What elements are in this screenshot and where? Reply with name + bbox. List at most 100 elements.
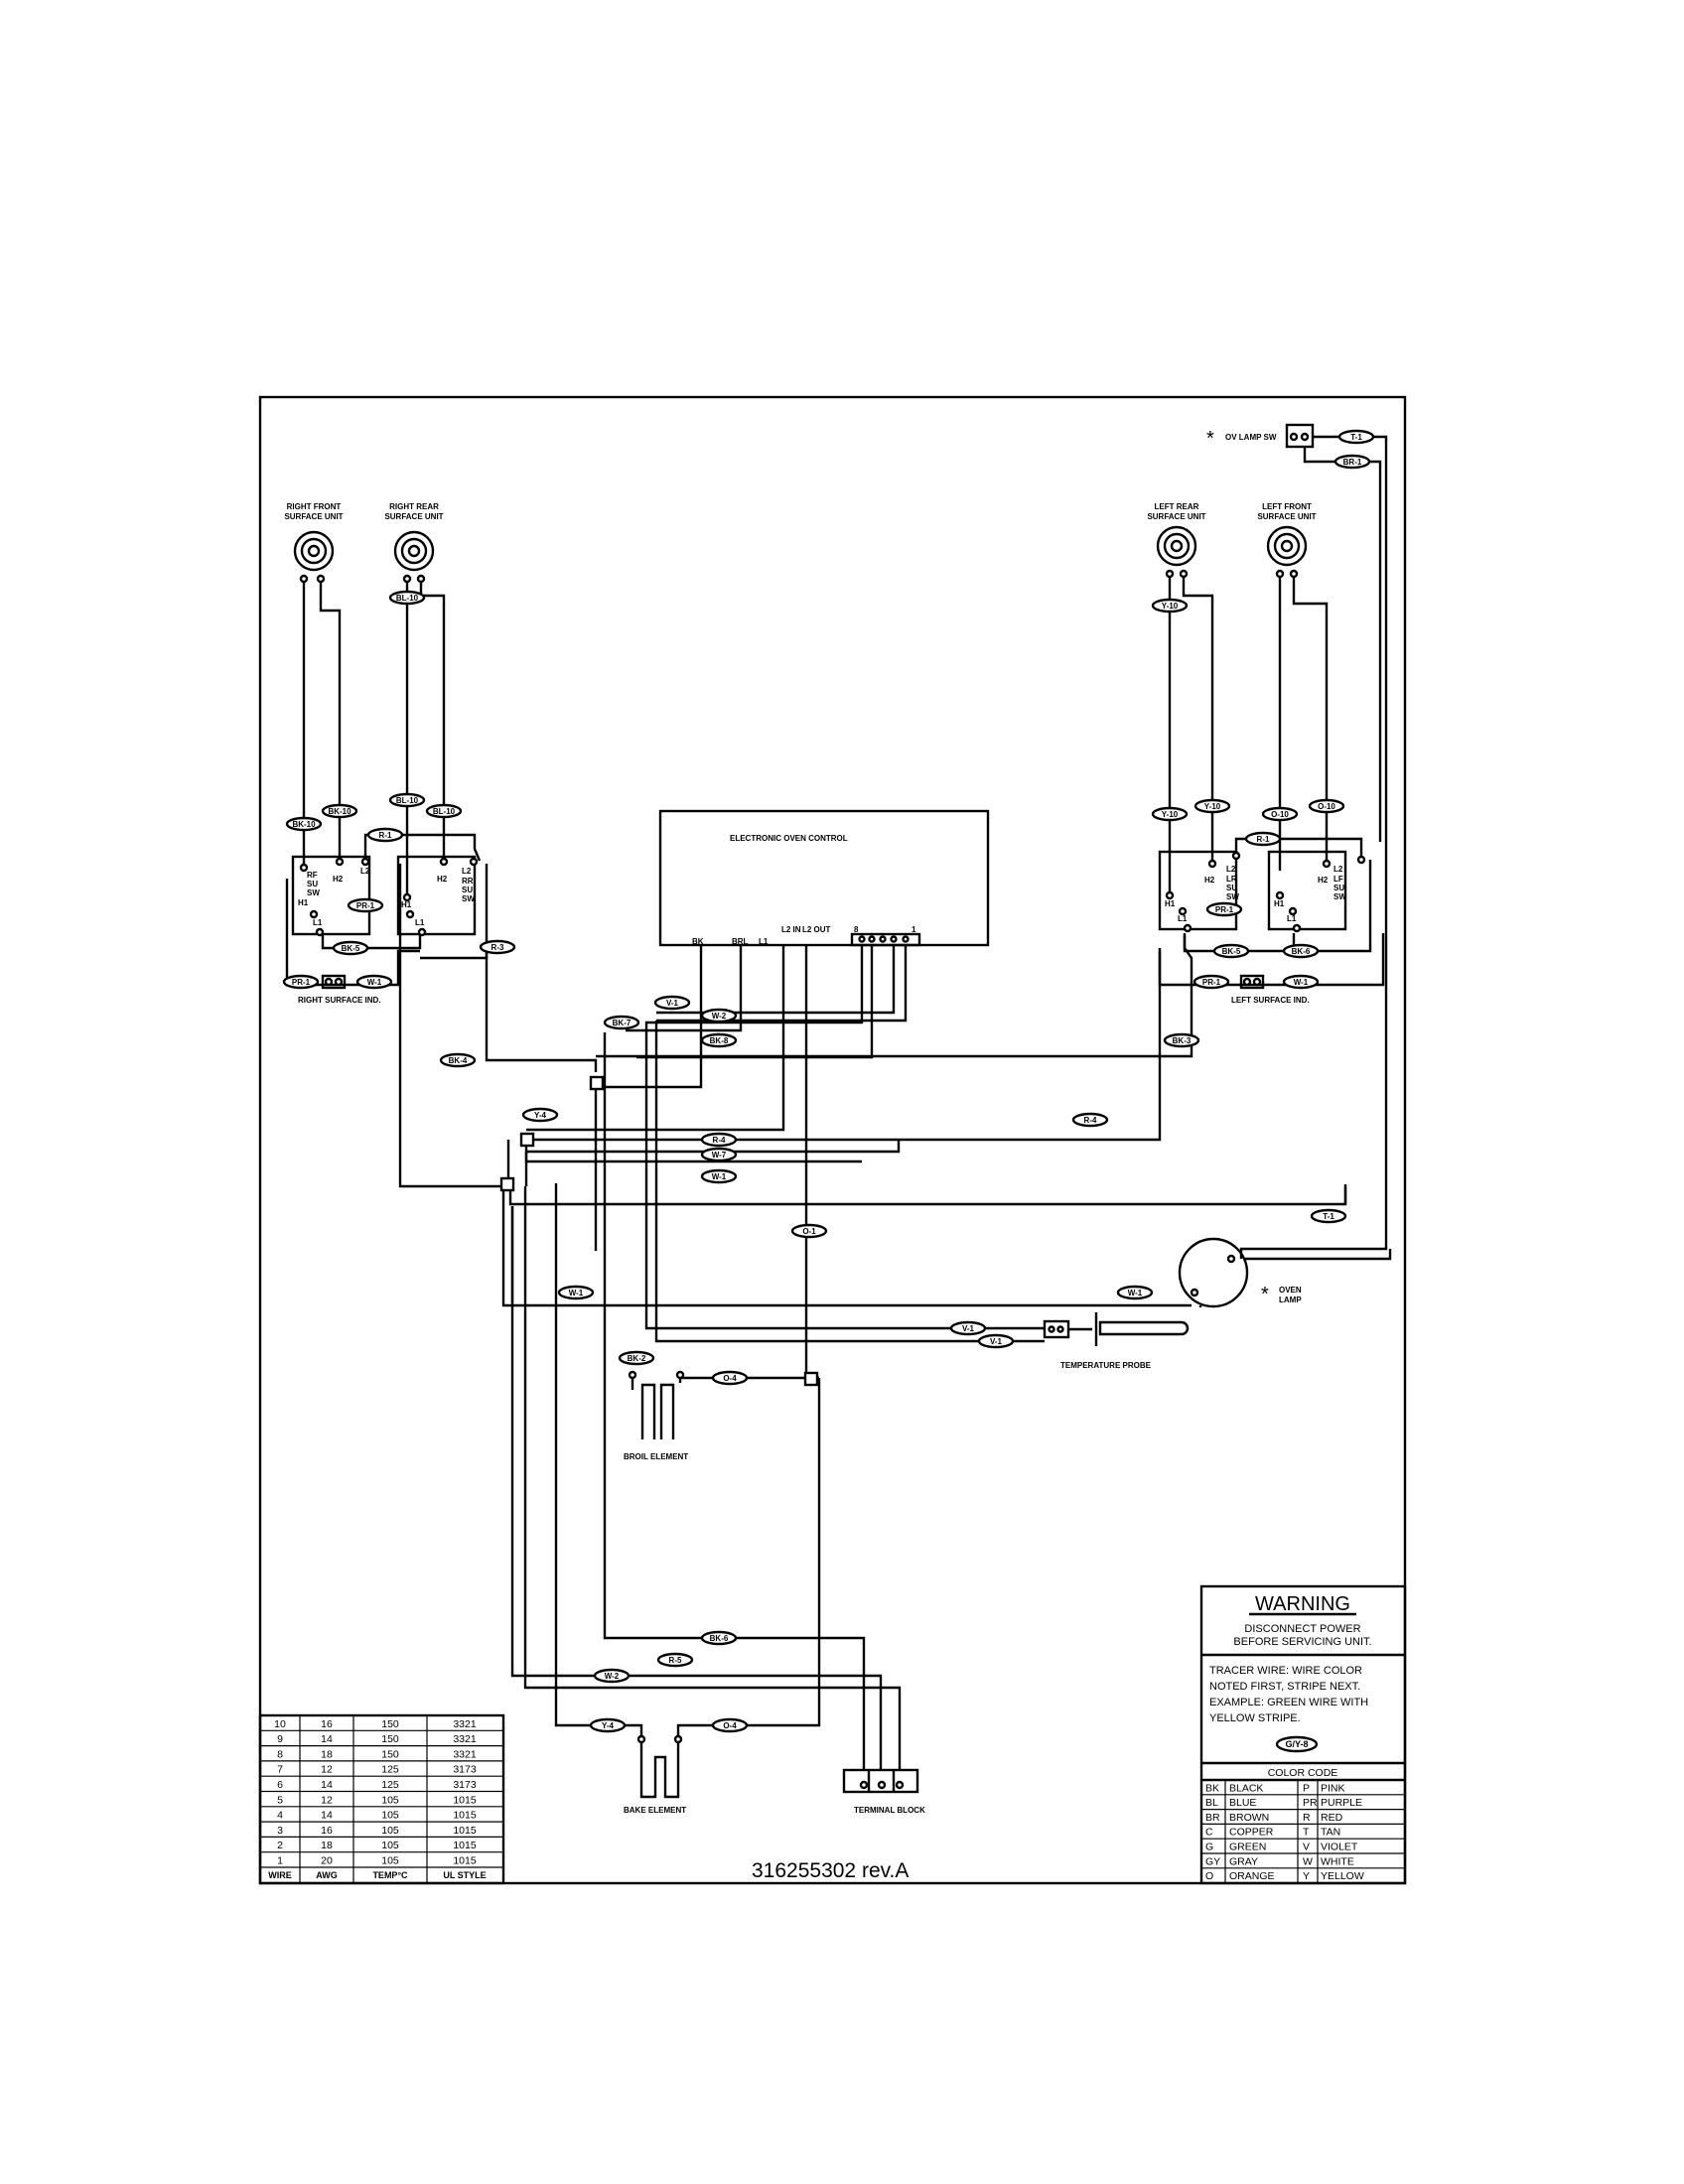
svg-text:BK-6: BK-6 (1292, 947, 1311, 956)
svg-text:H2: H2 (1318, 876, 1329, 885)
svg-text:Y-10: Y-10 (1204, 802, 1221, 811)
wire-tag: T-1 (1337, 429, 1375, 445)
svg-text:BL-10: BL-10 (396, 796, 419, 805)
svg-text:BL-10: BL-10 (396, 594, 419, 603)
wire-spec-cell: 20 (321, 1855, 333, 1867)
svg-text:BAKE ELEMENT: BAKE ELEMENT (624, 1806, 686, 1815)
svg-text:BR-1: BR-1 (1343, 458, 1362, 467)
svg-text:RR: RR (462, 877, 474, 886)
wire-spec-header-cell: WIRE (268, 1870, 292, 1880)
svg-text:R-1: R-1 (379, 831, 392, 840)
wire-tag: BK-5 (332, 940, 369, 956)
temperature-probe: TEMPERATURE PROBE (1043, 1312, 1190, 1370)
svg-text:LAMP: LAMP (1279, 1296, 1302, 1304)
wire-tag: BL-10 (425, 803, 463, 819)
color-code-cell: YELLOW (1321, 1870, 1364, 1882)
wire-tag: PR-1 (282, 974, 320, 990)
svg-text:TERMINAL BLOCK: TERMINAL BLOCK (854, 1806, 925, 1815)
wire-tag: R-1 (1244, 831, 1282, 847)
color-code-cell: R (1303, 1812, 1311, 1824)
broil-element: BROIL ELEMENT (624, 1370, 688, 1461)
svg-text:L2: L2 (360, 867, 370, 876)
svg-text:H1: H1 (1165, 899, 1176, 908)
svg-text:W-1: W-1 (367, 978, 382, 987)
svg-text:H1: H1 (298, 898, 309, 907)
wire-tag: O-4 (711, 1717, 749, 1733)
wire-tag: W-1 (1116, 1285, 1154, 1300)
svg-text:Y-4: Y-4 (602, 1721, 615, 1730)
svg-text:SU: SU (307, 880, 318, 888)
svg-text:DISCONNECT POWER: DISCONNECT POWER (1244, 1623, 1360, 1635)
wire-tag: PR-1 (1193, 974, 1230, 990)
svg-text:T-1: T-1 (1350, 433, 1362, 442)
svg-text:BEFORE SERVICING UNIT.: BEFORE SERVICING UNIT. (1233, 1636, 1371, 1648)
wire-tag: R-4 (1071, 1112, 1109, 1128)
svg-text:SURFACE UNIT: SURFACE UNIT (1257, 512, 1316, 521)
color-code-cell: BL (1205, 1797, 1218, 1809)
svg-text:BK-8: BK-8 (710, 1036, 729, 1045)
color-code-cell: PR (1303, 1797, 1318, 1809)
wire-tag: BK-5 (1212, 943, 1250, 959)
wire-tag: BK-8 (700, 1032, 738, 1048)
wire-spec-cell: 150 (381, 1733, 399, 1745)
wire-tag: Y-10 (1151, 598, 1189, 614)
wire-tag: BK-10 (285, 816, 323, 832)
wire-spec-cell: 150 (381, 1718, 399, 1730)
right-rear-surface-unit: RIGHT REAR SURFACE UNIT (384, 502, 444, 584)
wire-spec-cell: 1015 (453, 1840, 477, 1851)
color-code-cell: W (1303, 1855, 1313, 1867)
color-code-cell: WHITE (1321, 1855, 1354, 1867)
color-code-cell: RED (1321, 1812, 1343, 1824)
wire-tag: O-4 (711, 1370, 749, 1386)
wire-tag: W-1 (700, 1168, 738, 1184)
svg-text:L2 OUT: L2 OUT (802, 925, 831, 934)
color-code-cell: V (1303, 1842, 1310, 1853)
svg-text:R-3: R-3 (491, 943, 504, 952)
wire-spec-table (258, 1713, 505, 1885)
svg-text:H2: H2 (437, 875, 448, 884)
wire-tag: BK-4 (439, 1052, 477, 1068)
svg-text:RIGHT FRONT: RIGHT FRONT (287, 502, 342, 511)
wire-spec-cell: 105 (381, 1825, 399, 1837)
svg-text:1: 1 (912, 925, 916, 934)
wire-tag: BK-6 (1282, 943, 1320, 959)
color-code-cell: VIOLET (1321, 1842, 1358, 1853)
color-code-cell: COPPER (1229, 1827, 1274, 1839)
svg-text:SW: SW (1226, 892, 1239, 901)
wire-spec-cell: 1015 (453, 1810, 477, 1822)
svg-text:R-4: R-4 (1084, 1116, 1097, 1125)
svg-text:BROIL ELEMENT: BROIL ELEMENT (624, 1452, 688, 1461)
wire-spec-cell: 10 (274, 1718, 286, 1730)
svg-text:Y-4: Y-4 (534, 1111, 547, 1120)
wire-spec-cell: 14 (321, 1779, 333, 1791)
svg-text:G/Y-8: G/Y-8 (1285, 1739, 1308, 1749)
wire-spec-cell: 1015 (453, 1825, 477, 1837)
svg-text:Y-10: Y-10 (1162, 602, 1179, 611)
wires (285, 435, 1392, 1770)
wire-tag: PR-1 (1205, 901, 1243, 917)
left-rear-switch: H1 H2 L2 LR SU SW L1 (1158, 850, 1241, 933)
svg-text:L1: L1 (415, 918, 425, 927)
wire-spec-header-cell: AWG (316, 1870, 338, 1880)
wire-tag: BK-6 (700, 1630, 738, 1646)
wire-spec-cell: 18 (321, 1840, 333, 1851)
svg-text:ELECTRONIC OVEN CONTROL: ELECTRONIC OVEN CONTROL (730, 834, 848, 843)
wire-tag: Y-4 (589, 1717, 627, 1733)
wire-spec-cell: 1 (277, 1855, 283, 1867)
svg-text:RIGHT SURFACE IND.: RIGHT SURFACE IND. (298, 996, 381, 1005)
wire-tags: BK-10 BK-10 BL-10 BL-10 BL-10 Y-10 Y-10 … (282, 429, 1375, 1733)
left-surface-indicator: LEFT SURFACE IND. (1231, 974, 1310, 1005)
svg-text:SU: SU (1226, 884, 1237, 892)
svg-text:L2: L2 (1333, 865, 1343, 874)
svg-text:EXAMPLE: GREEN WIRE WITH: EXAMPLE: GREEN WIRE WITH (1209, 1697, 1368, 1708)
wire-spec-cell: 8 (277, 1748, 283, 1760)
color-code-cell: BLUE (1229, 1797, 1256, 1809)
svg-text:COLOR CODE: COLOR CODE (1268, 1767, 1338, 1779)
wire-tag: BL-10 (388, 590, 426, 606)
wire-spec-cell: 14 (321, 1810, 333, 1822)
